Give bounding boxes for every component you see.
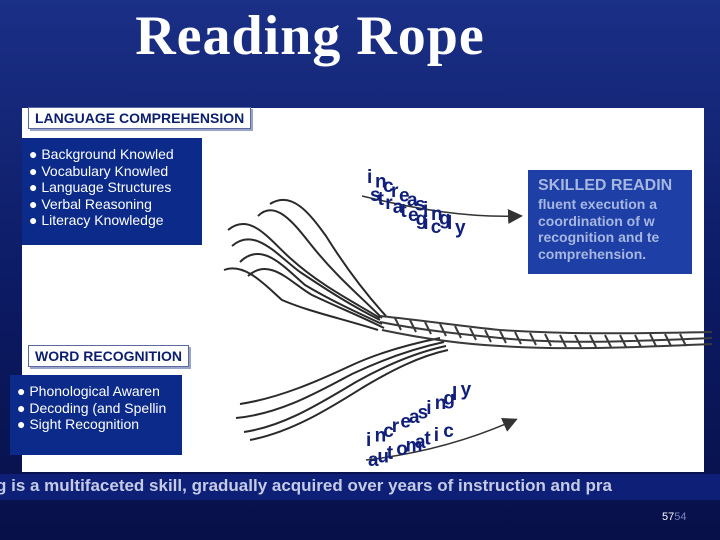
- language-comprehension-label: LANGUAGE COMPREHENSION: [28, 107, 251, 129]
- language-item: ● Vocabulary Knowled: [29, 163, 202, 180]
- strategic-letter: t: [400, 201, 407, 222]
- automatic-letter: i: [426, 398, 431, 419]
- skilled-reading-line: fluent execution a: [538, 196, 692, 213]
- language-item: ● Literacy Knowledge: [29, 212, 202, 229]
- word-item: ● Phonological Awaren: [17, 383, 182, 400]
- caption-text: g is a multifaceted skill, gradually acq…: [0, 476, 612, 496]
- automatic-letter: i: [366, 430, 371, 451]
- skilled-reading-line: coordination of w: [538, 213, 692, 230]
- page-number-overlay: 54: [674, 511, 686, 523]
- braided-rope: [380, 316, 712, 348]
- strategic-letter: c: [431, 217, 442, 238]
- skilled-reading-line: comprehension.: [538, 246, 692, 263]
- language-item: ● Background Knowled: [29, 146, 202, 163]
- word-recognition-box: ● Phonological Awaren ● Decoding (and Sp…: [10, 375, 182, 455]
- automatic-letter: c: [443, 421, 454, 442]
- automatic-letter: t: [387, 443, 394, 464]
- word-item: ● Sight Recognition: [17, 416, 182, 433]
- strategic-letter: i: [423, 213, 428, 234]
- strategic-letter: l: [447, 213, 452, 234]
- upper-strands: [224, 200, 386, 330]
- skilled-reading-heading: SKILLED READIN: [538, 176, 692, 196]
- skilled-reading-line: recognition and te: [538, 229, 692, 246]
- automatic-letter: r: [392, 416, 400, 437]
- page-number-current: 57: [662, 511, 674, 523]
- word-recognition-label: WORD RECOGNITION: [28, 345, 189, 367]
- language-item: ● Language Structures: [29, 179, 202, 196]
- automatic-letter: y: [461, 379, 472, 400]
- automatic-letter: t: [424, 428, 431, 449]
- automatic-letter: l: [452, 384, 457, 405]
- page-number: 5754: [662, 511, 687, 523]
- word-item: ● Decoding (and Spellin: [17, 400, 182, 417]
- strategic-letter: y: [455, 218, 466, 239]
- language-item: ● Verbal Reasoning: [29, 196, 202, 213]
- caption-bar: g is a multifaceted skill, gradually acq…: [0, 474, 720, 500]
- strategic-letter: t: [378, 189, 385, 210]
- skilled-reading-box: SKILLED READIN fluent execution a coordi…: [528, 170, 692, 274]
- language-comprehension-box: ● Background Knowled ● Vocabulary Knowle…: [22, 138, 202, 245]
- automatic-letter: i: [434, 425, 439, 446]
